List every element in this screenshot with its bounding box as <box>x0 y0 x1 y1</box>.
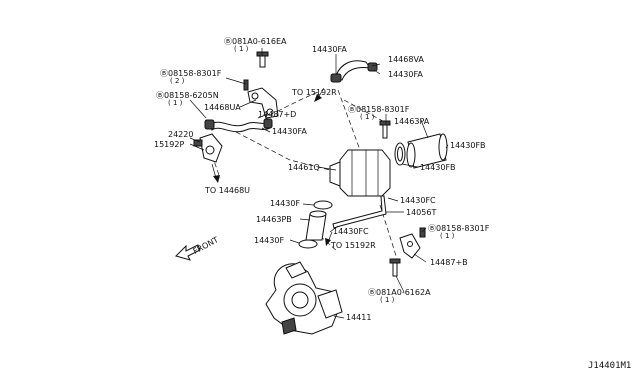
label-14430f-mid: 14430F <box>270 199 300 208</box>
label-14463pa: 14463PA <box>394 117 430 126</box>
part-pipe-14463pb <box>305 210 327 241</box>
label-bolt-8301f-left-qty: ( 2 ) <box>170 77 185 85</box>
part-bracket-14487b <box>399 227 426 259</box>
label-14463pb: 14463PB <box>256 215 292 224</box>
label-14411: 14411 <box>346 313 371 322</box>
label-bolt-8301f-low-qty: ( 1 ) <box>440 232 455 240</box>
label-15192p: 15192P <box>154 140 184 149</box>
part-turbocharger-14411 <box>265 261 343 335</box>
label-14430fa-mid: 14430FA <box>272 127 307 136</box>
part-oil-pipe-14468ua <box>204 118 273 133</box>
part-bolt-mid-8301f <box>379 120 391 139</box>
leader-lines <box>189 48 449 319</box>
label-14487b: 14487+B <box>430 258 468 267</box>
label-14430f-lower: 14430F <box>254 236 284 245</box>
label-14056t: 14056T <box>406 208 436 217</box>
label-14430fb-right: 14430FB <box>450 141 486 150</box>
label-to-14468u: TO 14468U <box>204 186 250 195</box>
label-14468va: 14468VA <box>388 55 424 64</box>
label-bolt-6162a: Ⓑ081A0-6162A <box>368 288 431 297</box>
label-bolt-8301f-mid: Ⓑ08158-8301F <box>348 105 410 114</box>
part-catalyst-14461q <box>329 149 391 197</box>
label-14430fb-lower: 14430FB <box>420 163 456 172</box>
label-to-15192r-top: TO 15192R <box>291 88 337 97</box>
label-14468ua: 14468UA <box>204 103 241 112</box>
part-clamp-14430f-lower <box>298 239 318 249</box>
label-to-15192r-lower: TO 15192R <box>330 241 376 250</box>
part-tube-14056t <box>332 195 387 229</box>
part-bolt-top <box>256 51 269 68</box>
label-bolt-616ea-qty: ( 1 ) <box>234 45 249 53</box>
part-oil-pipe-14468va <box>330 60 378 83</box>
label-bolt-8301f-mid-qty: ( 1 ) <box>360 113 375 121</box>
label-24220: 24220 <box>168 130 193 139</box>
label-bolt-6205n-qty: ( 1 ) <box>168 99 183 107</box>
part-clamp-14430f-mid <box>313 200 333 210</box>
label-bolt-8301f-left: Ⓑ08158-8301F <box>160 69 222 78</box>
label-front: FRONT <box>192 235 220 256</box>
label-14430fc-right: 14430FC <box>400 196 436 205</box>
diagram-code: J14401M1 <box>588 361 631 371</box>
label-bolt-8301f-low: Ⓑ08158-8301F <box>428 224 490 233</box>
label-bolt-6205n: Ⓑ08158-6205N <box>156 91 219 100</box>
front-arrow-icon <box>175 244 201 261</box>
part-gasket-14430fb <box>394 142 406 166</box>
label-14487d: 14487+D <box>258 110 296 119</box>
label-14461q: 14461Q <box>288 163 320 172</box>
part-sensor-24220 <box>193 133 223 163</box>
part-pipe-14463pa <box>406 133 448 169</box>
part-bolt-6162a <box>389 258 401 277</box>
label-bolt-6162a-qty: ( 1 ) <box>380 296 395 304</box>
label-bolt-616ea: Ⓑ081A0-616EA <box>224 37 287 46</box>
label-14430fa-top: 14430FA <box>312 45 347 54</box>
label-14430fc-lower: 14430FC <box>333 227 369 236</box>
part-bracket-14487d <box>243 79 279 119</box>
direction-arrows <box>211 87 333 246</box>
part-labels: Ⓑ081A0-616EA ( 1 ) 14430FA 14468VA 14430… <box>154 37 631 371</box>
label-14430fa-right: 14430FA <box>388 70 423 79</box>
